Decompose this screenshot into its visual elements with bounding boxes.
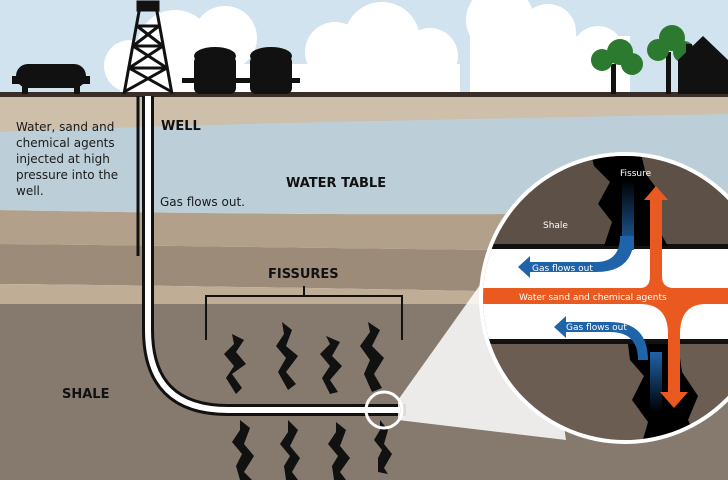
drilling-derrick — [122, 0, 174, 95]
inset-gas-bottom-label: Gas flows out — [566, 323, 627, 333]
inset-gas-top-label: Gas flows out — [532, 264, 593, 274]
injection-note: Water, sand and chemical agents injected… — [16, 120, 118, 198]
gas-flow-bottom-arrow — [554, 316, 648, 360]
blue-flow-bottom-glow — [650, 352, 662, 412]
trees — [591, 25, 695, 94]
injection-note-line: injected at high — [16, 152, 110, 166]
upper-cracks — [224, 322, 384, 394]
inset-fissure-label: Fissure — [620, 169, 652, 179]
inset-shale-label: Shale — [543, 221, 568, 231]
fissures-bracket — [205, 286, 403, 340]
fissures-label: FISSURES — [268, 267, 339, 282]
shale-label: SHALE — [62, 387, 109, 402]
injection-note-line: pressure into the — [16, 168, 118, 182]
water-table-label: WATER TABLE — [286, 176, 386, 191]
injection-note-line: chemical agents — [16, 136, 115, 150]
ground-line — [0, 92, 728, 97]
zoom-marker — [364, 390, 404, 430]
lower-cracks — [232, 420, 392, 480]
blue-flow-top-glow — [622, 180, 634, 250]
clouds — [104, 0, 630, 96]
injection-note-line: well. — [16, 184, 44, 198]
well-label: WELL — [161, 119, 201, 134]
house — [678, 36, 728, 94]
storage-tank-small — [12, 64, 90, 94]
orange-flow — [483, 186, 728, 408]
injection-note-line: Water, sand and — [16, 120, 114, 134]
gas-flow-top-arrow — [518, 236, 634, 278]
inset-water-agents-label: Water sand and chemical agents — [519, 293, 667, 303]
gas-flows-out-label: Gas flows out. — [160, 195, 245, 209]
storage-tanks — [182, 47, 300, 94]
